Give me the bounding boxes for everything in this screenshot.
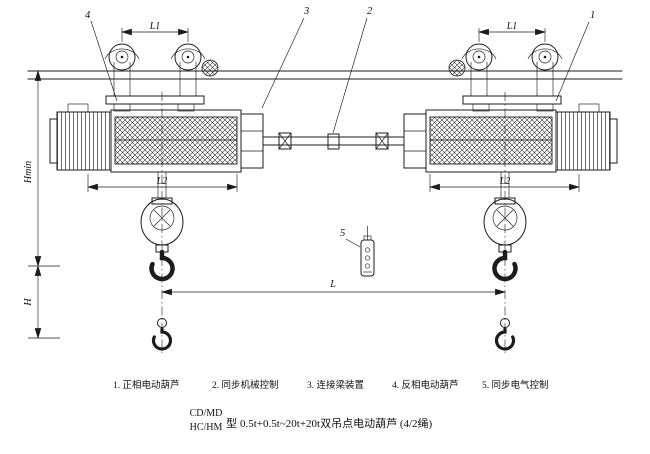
left-hoist-assembly (50, 28, 277, 356)
dim-hmin: Hmin (23, 69, 60, 268)
pendant-button (364, 247, 371, 253)
callout-3-label: 3 (303, 6, 309, 17)
dim-label-l: L (329, 279, 336, 290)
dim-label-h: H (23, 298, 34, 307)
callout-5-label: 5 (340, 228, 345, 239)
dim-l: L (160, 279, 507, 296)
legend-item-4: 4. 反相电动葫芦 (392, 379, 459, 391)
title-spec: 0.5t+0.5t~20t+20t双吊点电动葫芦 (4/2绳) (240, 416, 433, 430)
dim-h: H (23, 264, 60, 340)
legend: 1. 正相电动葫芦 2. 同步机械控制 3. 连接梁装置 4. 反相电动葫芦 5… (113, 379, 549, 391)
right-hoist-assembly (390, 28, 617, 356)
dim-label-l2-right: L2 (499, 176, 511, 187)
connecting-shaft (276, 132, 391, 150)
title-block: CD/MD HC/HM 型 0.5t+0.5t~20t+20t双吊点电动葫芦 (… (190, 408, 433, 433)
callout-4-label: 4 (85, 10, 91, 21)
pendant-control (360, 226, 375, 277)
dim-label-hmin: Hmin (23, 161, 34, 184)
callout-5: 5 (340, 228, 361, 248)
legend-item-2: 2. 同步机械控制 (212, 379, 279, 391)
callout-1-label: 1 (590, 10, 595, 21)
dim-label-l1-right: L1 (506, 21, 518, 32)
callout-1: 1 (555, 10, 595, 102)
pendant-button (364, 263, 371, 269)
legend-item-1: 1. 正相电动葫芦 (113, 379, 180, 391)
legend-item-3: 3. 连接梁装置 (307, 379, 364, 391)
legend-item-5: 5. 同步电气控制 (482, 379, 549, 391)
callout-4: 4 (85, 10, 118, 102)
title-model-line1: CD/MD (190, 408, 223, 419)
callout-2-label: 2 (367, 6, 373, 17)
pendant-button (364, 255, 371, 261)
title-type-char: 型 (226, 416, 237, 430)
title-model-line2: HC/HM (190, 422, 223, 433)
callout-2: 2 (332, 6, 373, 134)
dim-label-l1-left: L1 (149, 21, 161, 32)
runway-beam (27, 70, 623, 80)
callout-3: 3 (261, 6, 309, 109)
dim-label-l2-left: L2 (156, 176, 168, 187)
